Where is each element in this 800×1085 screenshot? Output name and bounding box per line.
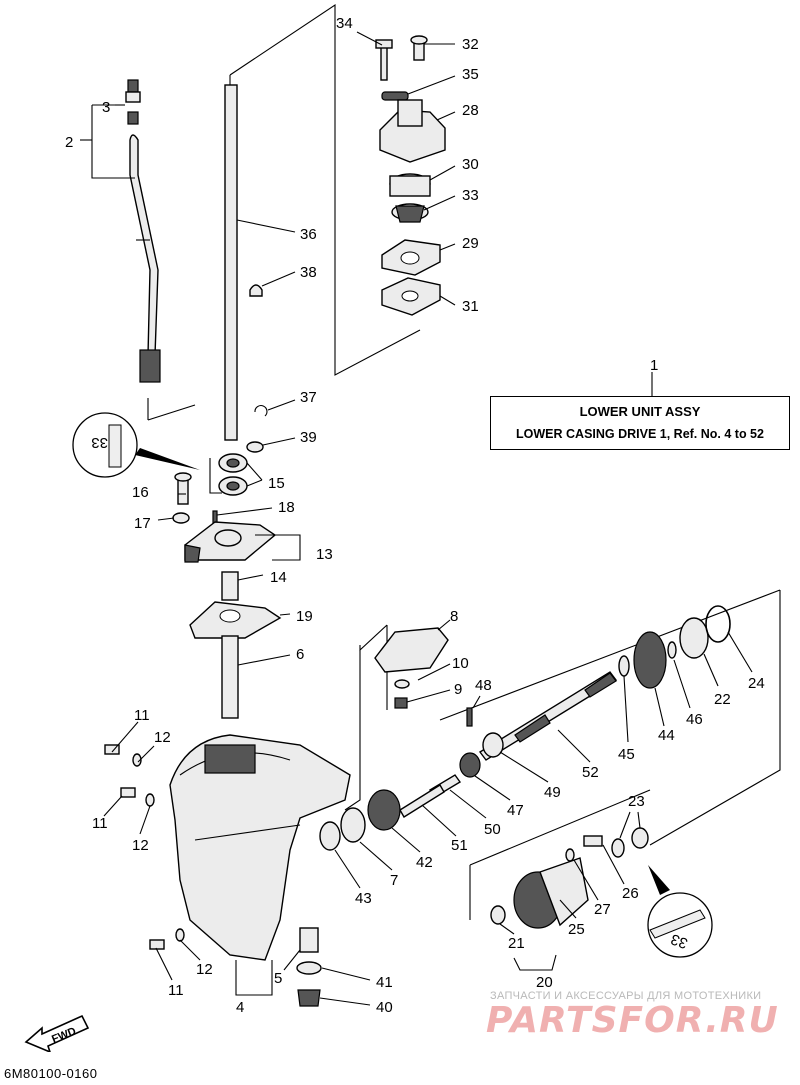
- callout-52: 52: [582, 764, 599, 781]
- callout-33: 33: [462, 187, 479, 204]
- callout-13-line: [255, 534, 301, 561]
- water-tube-6: [221, 635, 239, 719]
- callout-44: 44: [658, 727, 675, 744]
- nut-40: [297, 989, 321, 1007]
- callout-34: 34: [336, 15, 353, 32]
- bolt-16: [177, 477, 189, 505]
- callout-45: 45: [618, 746, 635, 763]
- callout-24: 24: [748, 675, 765, 692]
- callout-35: 35: [462, 66, 479, 83]
- pump-callout-lines: [356, 31, 456, 306]
- bolt-16-head: [174, 472, 192, 482]
- callout-17: 17: [134, 515, 151, 532]
- callout-32: 32: [462, 36, 479, 53]
- gasket-19-hole: [219, 609, 241, 623]
- lubricant-label-left: 33: [91, 434, 108, 451]
- callout-lines-2-3: [80, 104, 135, 179]
- bearings-15: [209, 453, 263, 496]
- callout-8: 8: [450, 608, 458, 625]
- callout-3: 3: [102, 99, 110, 116]
- callout-9: 9: [454, 681, 462, 698]
- circlip-37: [254, 405, 268, 417]
- drive-shaft: [224, 84, 296, 441]
- callout-28: 28: [462, 102, 479, 119]
- callout-50: 50: [484, 821, 501, 838]
- callout-19: 19: [296, 608, 313, 625]
- callout-1: 1: [650, 357, 658, 374]
- callout-31: 31: [462, 298, 479, 315]
- callout-5: 5: [274, 970, 282, 987]
- cap-assembly-20: [490, 827, 649, 929]
- washer-39: [246, 441, 264, 453]
- callout-43: 43: [355, 890, 372, 907]
- callout-29: 29: [462, 235, 479, 252]
- callout-2: 2: [65, 134, 73, 151]
- callout-11-mid: 11: [92, 815, 108, 832]
- callout-42: 42: [416, 854, 433, 871]
- callout-37: 37: [300, 389, 317, 406]
- woodruff-key-38: [249, 284, 263, 297]
- bolts-washers-11-12: [104, 744, 185, 950]
- oil-seal-housing: [184, 521, 277, 601]
- lubricant-label-right: 33: [669, 930, 690, 952]
- lubricant-mark-left: [72, 412, 200, 478]
- callout-27: 27: [594, 901, 611, 918]
- callout-12-bottom: 12: [196, 961, 213, 978]
- callout-11-bottom: 11: [168, 982, 184, 999]
- callout-23: 23: [628, 793, 645, 810]
- callout-48: 48: [475, 677, 492, 694]
- callout-4: 4: [236, 999, 244, 1016]
- anode-8: [374, 627, 449, 673]
- diagram-code: 6M80100-0160: [4, 1066, 98, 1081]
- callout-36: 36: [300, 226, 317, 243]
- callout-46: 46: [686, 711, 703, 728]
- water-pump: [375, 35, 446, 316]
- bolt-9: [394, 697, 408, 709]
- title-box-line1: LOWER UNIT ASSY: [579, 404, 701, 419]
- callout-40: 40: [376, 999, 393, 1016]
- washer-10: [394, 679, 410, 689]
- plug-5: [299, 927, 319, 953]
- callout-30: 30: [462, 156, 479, 173]
- lubricant-mark-right: [647, 865, 713, 958]
- callout-18: 18: [278, 499, 295, 516]
- callout-labels: 2 3 34 32 35 28 30 33 29 31 36 38 37 39 …: [65, 15, 765, 1016]
- callout-12-top: 12: [154, 729, 171, 746]
- callout-20: 20: [536, 974, 553, 991]
- callout-39: 39: [300, 429, 317, 446]
- callout-7: 7: [390, 872, 398, 889]
- callout-10: 10: [452, 655, 469, 672]
- title-box: LOWER UNIT ASSY LOWER CASING DRIVE 1, Re…: [490, 396, 790, 450]
- callout-11-top: 11: [134, 707, 150, 724]
- watermark-logo: PARTSFOR.RU: [486, 1000, 779, 1041]
- callout-22: 22: [714, 691, 731, 708]
- title-box-line2: LOWER CASING DRIVE 1, Ref. No. 4 to 52: [516, 427, 764, 441]
- callout-16: 16: [132, 484, 149, 501]
- callout-14: 14: [270, 569, 287, 586]
- propeller-shaft-assembly: [319, 605, 731, 851]
- callout-47: 47: [507, 802, 524, 819]
- callout-51: 51: [451, 837, 468, 854]
- washer-17: [172, 512, 190, 524]
- washer-41: [296, 961, 322, 975]
- callout-6: 6: [296, 646, 304, 663]
- shift-rod: [125, 79, 161, 383]
- callout-49: 49: [544, 784, 561, 801]
- callout-38: 38: [300, 264, 317, 281]
- fwd-arrow-icon: FWD: [24, 1014, 90, 1052]
- callout-41: 41: [376, 974, 393, 991]
- callout-15: 15: [268, 475, 285, 492]
- callout-25: 25: [568, 921, 585, 938]
- callout-13: 13: [316, 546, 333, 563]
- callout-12-mid: 12: [132, 837, 149, 854]
- callout-26: 26: [622, 885, 639, 902]
- callout-21: 21: [508, 935, 525, 952]
- watermark-tagline: ЗАПЧАСТИ И АКСЕССУАРЫ ДЛЯ МОТОТЕХНИКИ: [490, 990, 762, 1002]
- misc-leaders: [103, 372, 753, 996]
- lower-casing: [169, 734, 351, 961]
